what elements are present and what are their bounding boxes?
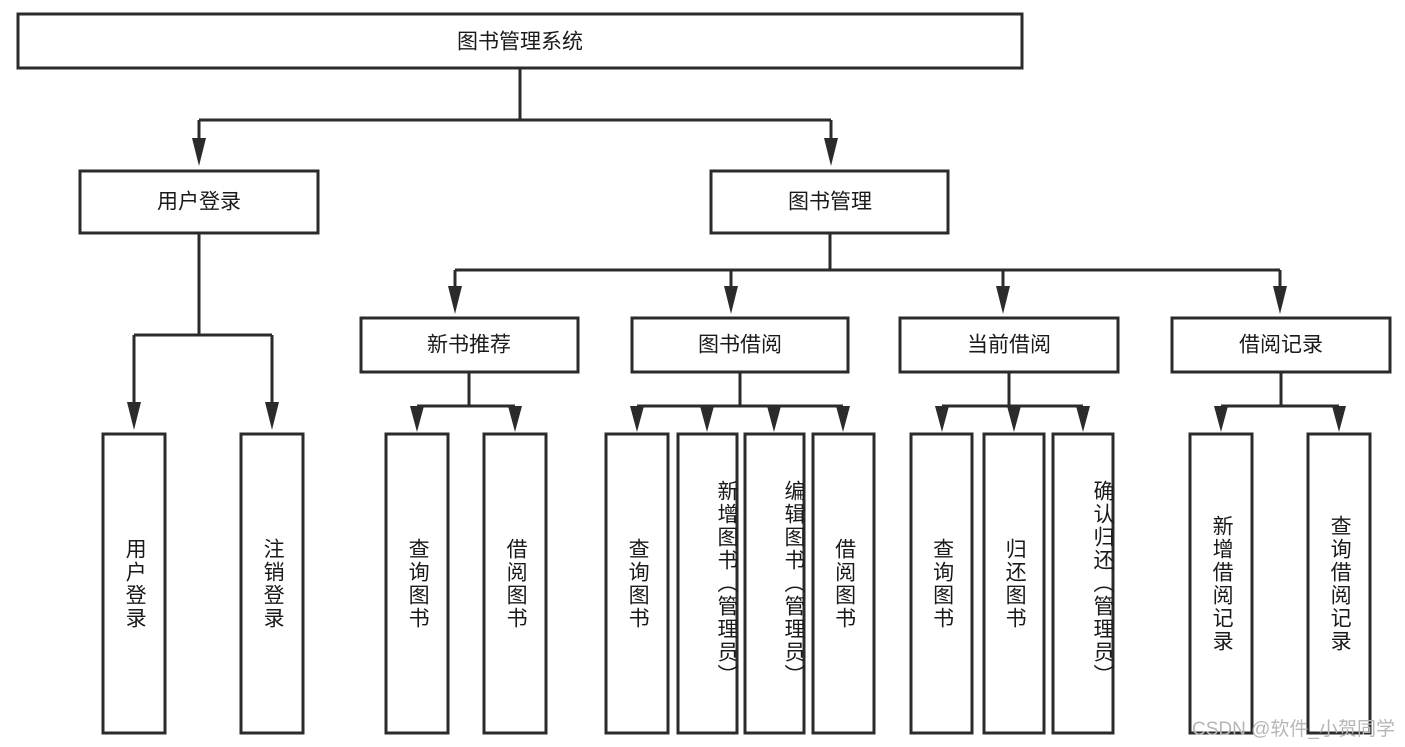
connector-borrow-record-children bbox=[1214, 372, 1346, 432]
connector-root-trunk bbox=[192, 68, 838, 166]
leaf-box-query-book-borrow[interactable] bbox=[604, 432, 670, 735]
leaf-box-add-book-admin[interactable] bbox=[676, 432, 739, 735]
arrowhead-icon bbox=[127, 402, 141, 430]
leaf-box-query-borrow-record[interactable] bbox=[1306, 432, 1372, 735]
arrowhead-icon bbox=[824, 138, 838, 166]
leaf-box-borrow-book-rec[interactable] bbox=[482, 432, 548, 735]
connector-user-login-children bbox=[127, 233, 279, 430]
connector-book-management-children bbox=[448, 233, 1287, 314]
arrowhead-icon bbox=[767, 406, 781, 432]
arrowhead-icon bbox=[630, 406, 644, 432]
node-user-login-box[interactable] bbox=[78, 169, 320, 235]
arrowhead-icon bbox=[508, 406, 522, 432]
arrowhead-icon bbox=[410, 406, 424, 432]
arrowhead-icon bbox=[935, 406, 949, 432]
connector-current-borrow-children bbox=[935, 372, 1090, 432]
leaf-box-return-book[interactable] bbox=[982, 432, 1046, 735]
node-user-login-label: 用户登录 bbox=[157, 191, 241, 214]
node-current-borrow-label: 当前借阅 bbox=[967, 334, 1051, 357]
leaf-box-logout[interactable] bbox=[239, 432, 305, 735]
node-current-borrow[interactable]: 当前借阅 bbox=[898, 316, 1120, 374]
arrowhead-icon bbox=[836, 406, 850, 432]
node-new-book-recommend-box[interactable] bbox=[359, 316, 580, 374]
leaf-box-query-book-current[interactable] bbox=[909, 432, 974, 735]
node-book-borrow-label: 图书借阅 bbox=[698, 334, 782, 357]
node-root-box[interactable] bbox=[16, 12, 1024, 70]
leaf-box-edit-book-admin[interactable] bbox=[743, 432, 806, 735]
arrowhead-icon bbox=[1332, 406, 1346, 432]
node-current-borrow-box[interactable] bbox=[898, 316, 1120, 374]
node-new-book-recommend-label: 新书推荐 bbox=[427, 334, 511, 357]
arrowhead-icon bbox=[1007, 406, 1021, 432]
node-book-management[interactable]: 图书管理 bbox=[709, 169, 950, 235]
arrowhead-icon bbox=[192, 138, 206, 166]
node-borrow-record-label: 借阅记录 bbox=[1239, 334, 1323, 357]
arrowhead-icon bbox=[448, 286, 462, 314]
arrowhead-icon bbox=[1214, 406, 1228, 432]
node-book-management-label: 图书管理 bbox=[788, 191, 872, 214]
node-root-label: 图书管理系统 bbox=[457, 31, 583, 54]
node-borrow-record[interactable]: 借阅记录 bbox=[1170, 316, 1392, 374]
node-book-borrow[interactable]: 图书借阅 bbox=[630, 316, 850, 374]
leaf-box-confirm-return-admin[interactable] bbox=[1051, 432, 1115, 735]
arrowhead-icon bbox=[996, 286, 1010, 314]
node-new-book-recommend[interactable]: 新书推荐 bbox=[359, 316, 580, 374]
arrowhead-icon bbox=[1076, 406, 1090, 432]
leaf-box-borrow-book[interactable] bbox=[811, 432, 876, 735]
arrowhead-icon bbox=[1273, 286, 1287, 314]
connector-new-book-recommend-children bbox=[410, 372, 522, 432]
connector-book-borrow-children bbox=[630, 372, 850, 432]
arrowhead-icon bbox=[700, 406, 714, 432]
arrowhead-icon bbox=[265, 402, 279, 430]
node-user-login[interactable]: 用户登录 bbox=[78, 169, 320, 235]
node-root[interactable]: 图书管理系统 bbox=[16, 12, 1024, 70]
csdn-watermark: CSDN @软件_小贺同学 bbox=[1192, 719, 1395, 740]
leaf-box-query-book-rec[interactable] bbox=[384, 432, 450, 735]
leaf-box-add-borrow-record[interactable] bbox=[1188, 432, 1254, 735]
leaf-box-user-login[interactable] bbox=[101, 432, 167, 735]
arrowhead-icon bbox=[724, 286, 738, 314]
